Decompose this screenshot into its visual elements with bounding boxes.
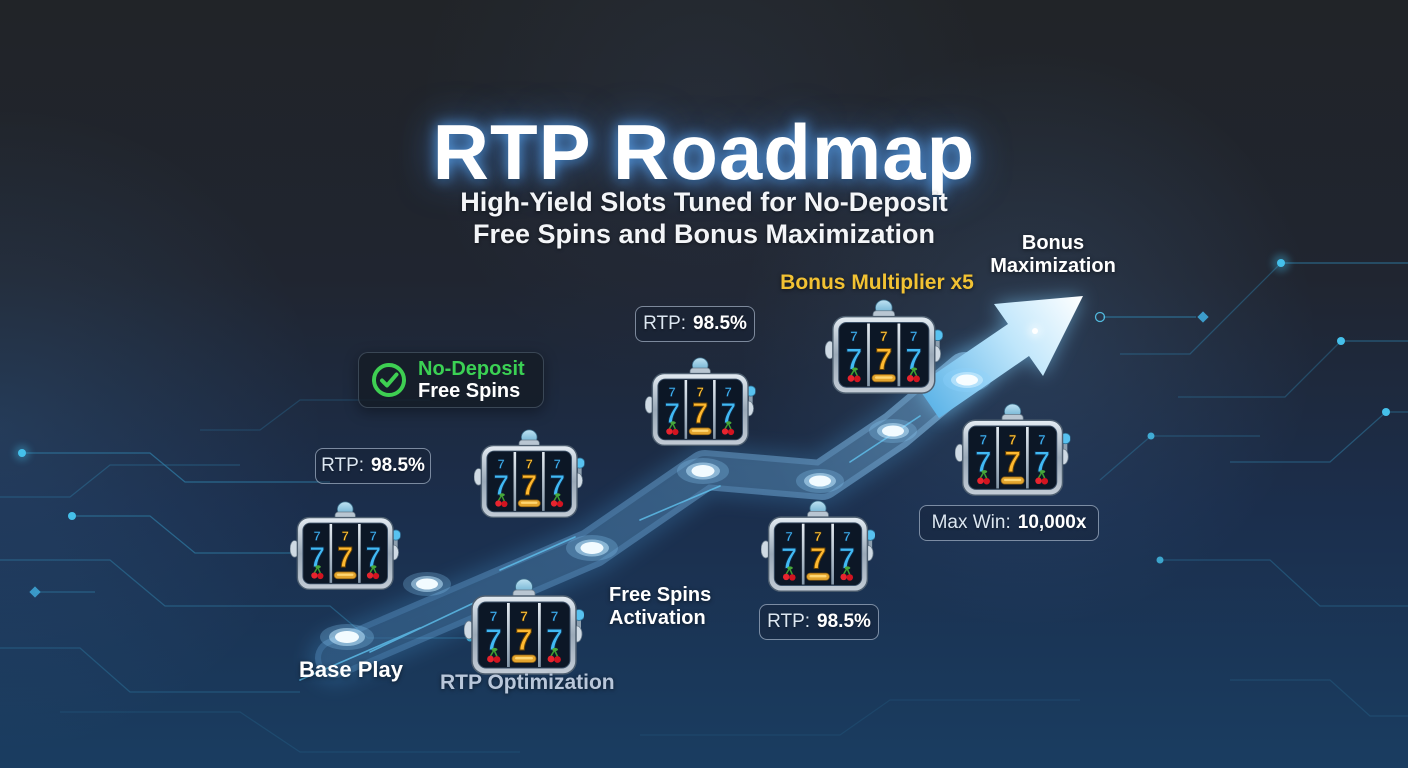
rtp-badge-value: 98.5% [371, 455, 425, 476]
no-deposit-line-1: No-Deposit [418, 358, 525, 380]
bonus-max-line-1: Bonus [1021, 232, 1085, 254]
rtp-badge-value: 98.5% [817, 611, 871, 632]
stage-label-bonus-multiplier: Bonus Multiplier x5 [780, 271, 974, 294]
stage-label-bonus-maximization: Bonus Maximization [990, 232, 1116, 278]
path-node-icon [320, 624, 374, 650]
rtp-badge-prefix: RTP: [321, 455, 365, 476]
no-deposit-free-spins-badge: No-Deposit Free Spins [358, 352, 544, 408]
slot-machine-icon [825, 299, 943, 394]
max-win-value: 10,000x [1017, 512, 1087, 533]
rtp-badge-left: RTP: 98.5% [315, 448, 431, 484]
speed-streaks [299, 415, 921, 681]
path-node-icon [566, 535, 618, 561]
subtitle-line-1: High-Yield Slots Tuned for No-Deposit [460, 187, 948, 217]
path-node-icon [403, 572, 451, 596]
rtp-badge-top: RTP: 98.5% [635, 306, 755, 342]
rtp-badge-value: 98.5% [693, 313, 747, 334]
rtp-badge-prefix: RTP: [767, 611, 811, 632]
slot-machine-icon [474, 429, 585, 519]
free-spins-line-2: Activation [609, 607, 706, 629]
stage-label-base-play: Base Play [299, 657, 403, 682]
page-title: RTP Roadmap [432, 108, 976, 197]
slot-machine-icon [955, 403, 1071, 496]
growth-arrow-icon [917, 296, 1083, 418]
rtp-badge-prefix: RTP: [643, 313, 687, 334]
no-deposit-line-2: Free Spins [418, 380, 521, 402]
path-node-icon [796, 469, 844, 493]
max-win-prefix: Max Win: [931, 512, 1011, 533]
check-circle-icon [372, 363, 406, 397]
bonus-max-line-2: Maximization [990, 255, 1116, 277]
slot-machine-icon [290, 501, 401, 591]
circuit-decoration-right [640, 254, 1408, 736]
roadmap-path [308, 345, 992, 685]
subtitle-line-2: Free Spins and Bonus Maximization [472, 219, 936, 249]
slot-machine-icon [761, 500, 876, 592]
path-node-icon [677, 458, 729, 484]
stage-label-rtp-optimization: RTP Optimization [440, 671, 615, 694]
page-subtitle: High-Yield Slots Tuned for No-Deposit Fr… [0, 186, 1408, 250]
free-spins-line-1: Free Spins [609, 584, 712, 606]
path-nodes [320, 368, 991, 650]
stage-label-free-spins-activation: Free Spins Activation [609, 584, 711, 630]
path-node-icon [943, 368, 991, 392]
max-win-badge: Max Win: 10,000x [919, 505, 1099, 541]
slot-machine-icon [645, 357, 756, 447]
path-node-icon [869, 419, 917, 443]
rtp-badge-bottom: RTP: 98.5% [759, 604, 879, 640]
